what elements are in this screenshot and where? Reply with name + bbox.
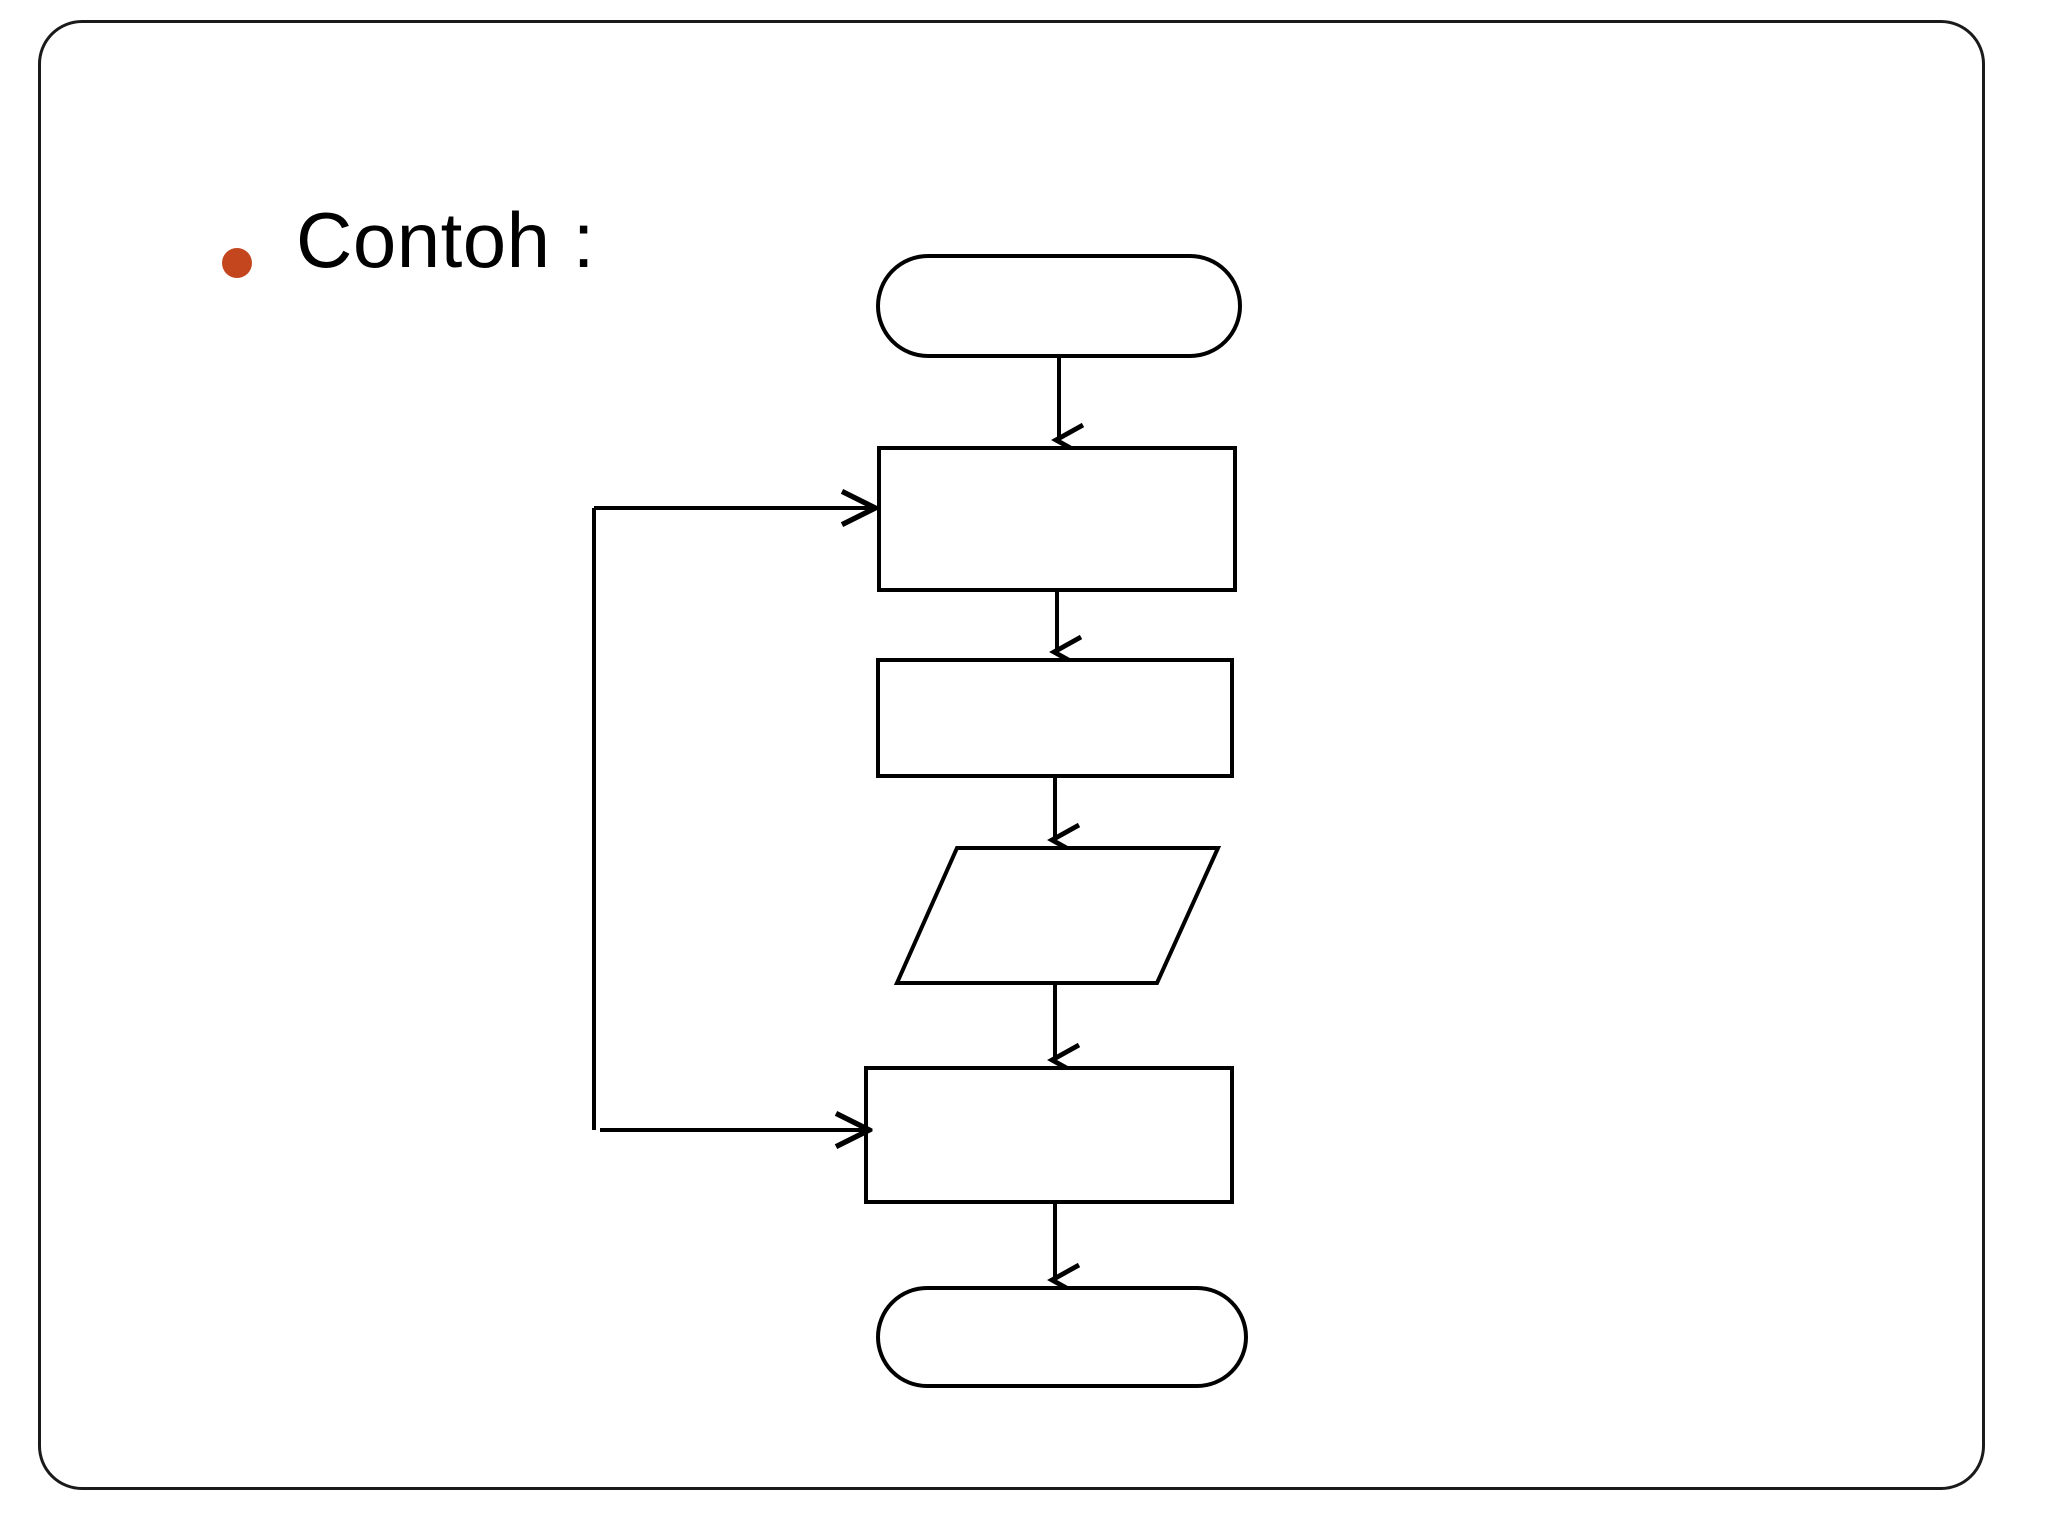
flowchart-node-io1: [893, 846, 1222, 985]
flowchart-node-process1: [877, 446, 1237, 592]
input-output-shape-1: [893, 846, 1222, 985]
bullet-dot-icon: [222, 247, 252, 278]
terminator-shape-start: [876, 254, 1242, 358]
flowchart-node-start: [876, 254, 1242, 358]
process-shape-3: [864, 1066, 1234, 1204]
flowchart-node-process3: [864, 1066, 1234, 1204]
flowchart-node-process2: [876, 658, 1234, 778]
bullet-list-item: Contoh :: [222, 196, 595, 284]
bullet-item-label: Contoh :: [296, 196, 595, 284]
process-shape-2: [876, 658, 1234, 778]
terminator-shape-end: [876, 1286, 1248, 1388]
flowchart-node-end: [876, 1286, 1248, 1388]
process-shape-1: [877, 446, 1237, 592]
